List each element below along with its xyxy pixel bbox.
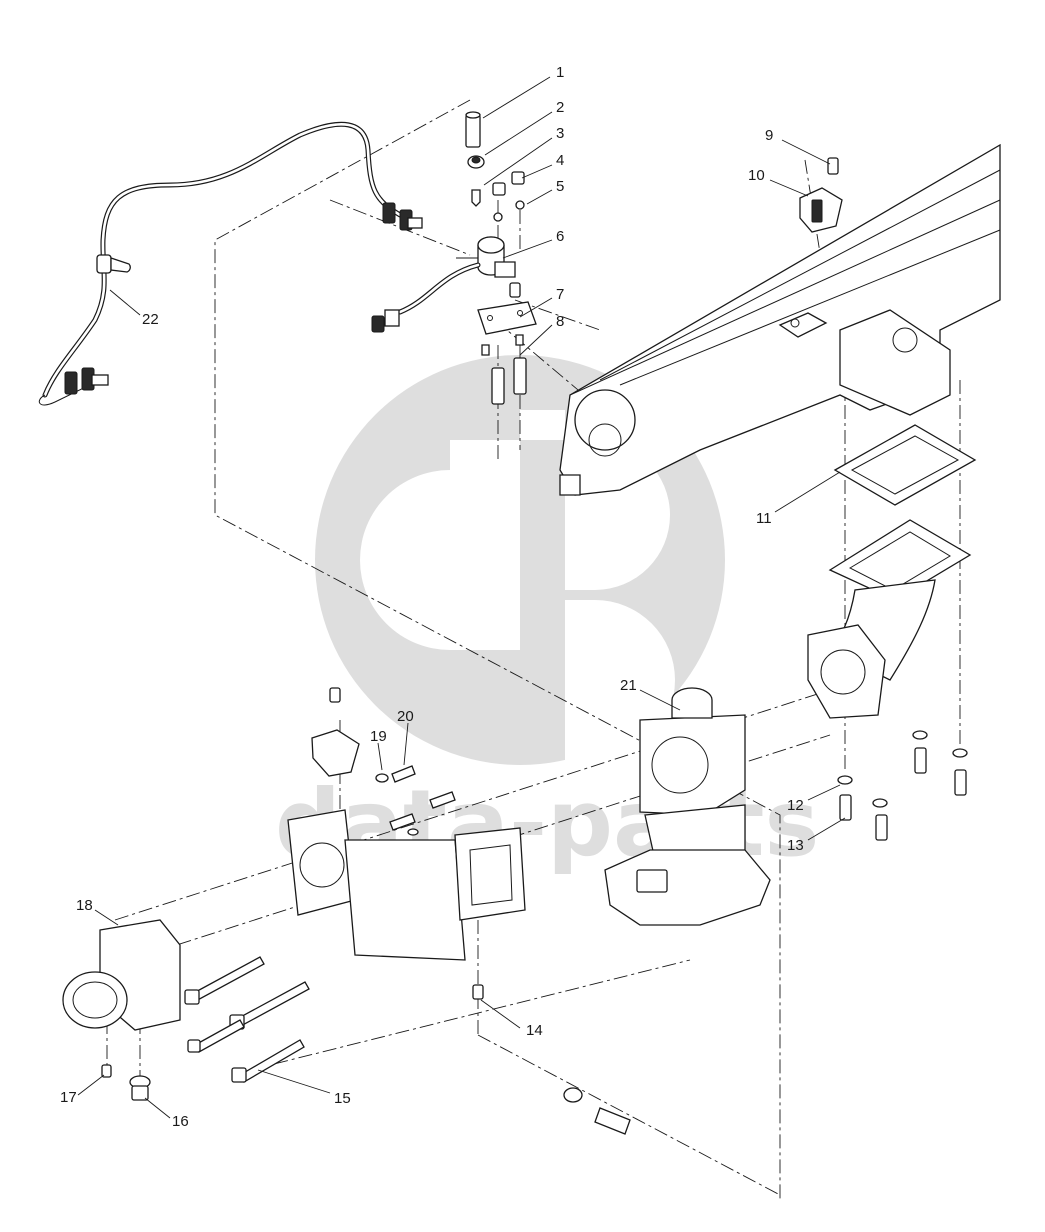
callout-19: 19 <box>370 728 387 745</box>
exhaust-pipe <box>287 809 526 961</box>
callout-21: 21 <box>620 677 637 694</box>
callout-11: 11 <box>756 510 772 527</box>
valve-body <box>604 687 771 926</box>
callout-5: 5 <box>556 178 564 195</box>
callout-20: 20 <box>397 708 414 725</box>
outlet-flange <box>62 919 181 1031</box>
fasteners-right <box>837 730 968 841</box>
solenoid-valve-assembly <box>371 111 537 405</box>
callout-numbers: 1 2 3 4 5 6 7 8 9 10 11 12 13 14 15 16 1… <box>60 64 804 1130</box>
callout-14: 14 <box>526 1022 543 1039</box>
callout-12: 12 <box>787 797 804 814</box>
callout-9: 9 <box>765 127 773 144</box>
wire-harness <box>38 121 423 406</box>
callout-18: 18 <box>76 897 93 914</box>
elbow-pipe <box>807 519 972 719</box>
callout-22: 22 <box>142 311 159 328</box>
callout-10: 10 <box>748 167 765 184</box>
sensor-upper <box>799 157 843 233</box>
callout-17: 17 <box>60 1089 77 1106</box>
callout-1: 1 <box>556 64 564 81</box>
callout-7: 7 <box>556 286 564 303</box>
callout-8: 8 <box>556 313 564 330</box>
bottom-small-parts <box>101 984 631 1135</box>
callout-15: 15 <box>334 1090 351 1107</box>
callout-leaders <box>77 76 846 1119</box>
callout-2: 2 <box>556 99 564 116</box>
callout-6: 6 <box>556 228 564 245</box>
callout-13: 13 <box>787 837 804 854</box>
callout-4: 4 <box>556 152 564 169</box>
exhaust-manifold <box>559 143 1001 496</box>
long-bolts <box>184 956 310 1083</box>
callout-3: 3 <box>556 125 564 142</box>
sensor-lower <box>311 687 416 783</box>
assembly-lines <box>106 99 961 1200</box>
callout-16: 16 <box>172 1113 189 1130</box>
gasket <box>833 424 977 506</box>
